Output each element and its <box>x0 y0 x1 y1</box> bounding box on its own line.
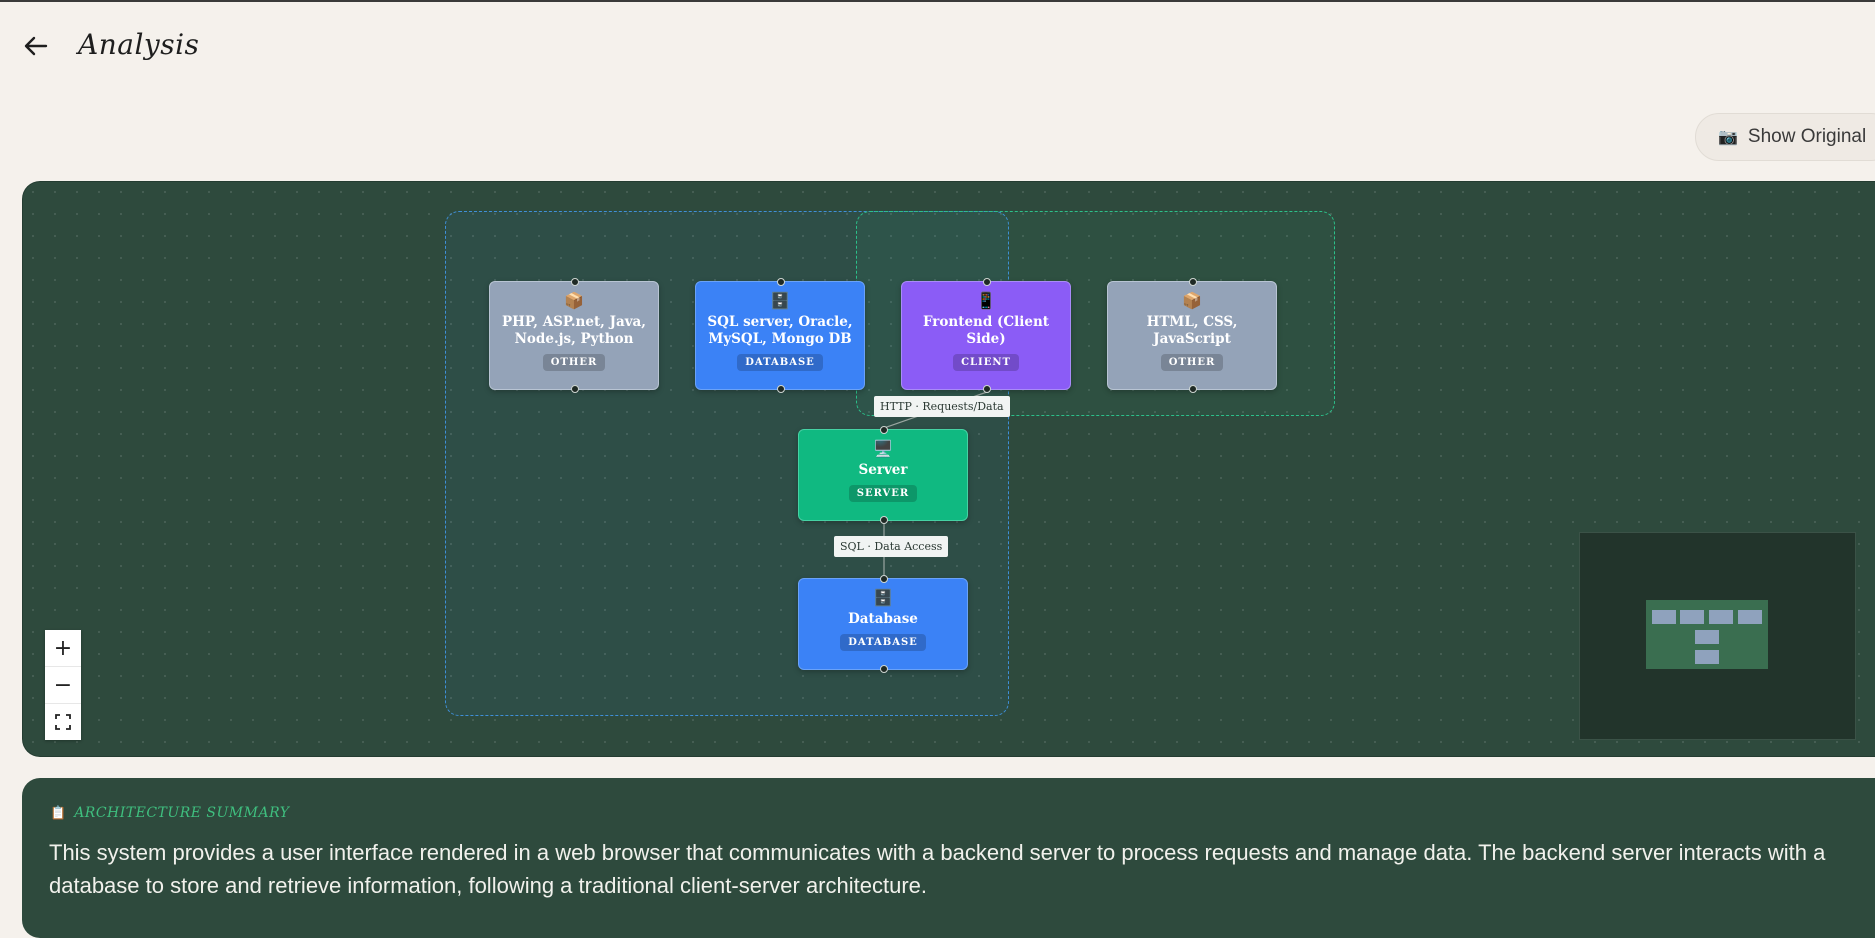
node-frontend-client[interactable]: 📱 Frontend (Client Side) CLIENT <box>901 278 1071 393</box>
summary-text: This system provides a user interface re… <box>49 840 1826 898</box>
summary-header: 📋 ARCHITECTURE SUMMARY <box>50 805 289 821</box>
arrow-left-icon[interactable] <box>22 32 50 60</box>
minimap-node <box>1652 610 1676 624</box>
fit-view-icon <box>55 714 71 730</box>
summary-title: ARCHITECTURE SUMMARY <box>74 805 290 821</box>
node-server[interactable]: 🖥️ Server SERVER <box>798 426 968 524</box>
minimap-node <box>1695 630 1719 644</box>
edge-label-sql: SQL · Data Access <box>834 536 949 557</box>
node-handle-bottom[interactable] <box>880 516 888 524</box>
show-original-button[interactable]: 📷 Show Original <box>1695 113 1875 161</box>
diagram-canvas[interactable]: 📦 PHP, ASP.net, Java, Node.js, Python OT… <box>22 181 1875 757</box>
node-type-badge: OTHER <box>1160 354 1224 371</box>
node-label: Database <box>848 611 918 627</box>
file-cabinet-icon: 🗄️ <box>770 291 790 310</box>
node-handle-bottom[interactable] <box>1189 385 1197 393</box>
minimap-node <box>1695 650 1719 664</box>
node-handle-top[interactable] <box>777 278 785 286</box>
file-cabinet-icon: 🗄️ <box>873 588 893 607</box>
node-html-css-js[interactable]: 📦 HTML, CSS, JavaScript OTHER <box>1107 278 1277 393</box>
node-type-badge: SERVER <box>848 485 918 502</box>
zoom-controls: + − <box>45 630 81 740</box>
node-label: PHP, ASP.net, Java, Node.js, Python <box>501 314 647 347</box>
node-label: Server <box>858 462 908 478</box>
node-type-badge: CLIENT <box>953 354 1019 371</box>
clipboard-icon: 📋 <box>50 805 67 821</box>
node-handle-top[interactable] <box>983 278 991 286</box>
window-top-border <box>0 0 1875 2</box>
node-label: HTML, CSS, JavaScript <box>1146 314 1238 347</box>
architecture-summary: 📋 ARCHITECTURE SUMMARY This system provi… <box>22 778 1875 938</box>
node-php-aspnet[interactable]: 📦 PHP, ASP.net, Java, Node.js, Python OT… <box>489 278 659 393</box>
edge-label-http: HTTP · Requests/Data <box>874 396 1010 417</box>
minimap-node <box>1738 610 1762 624</box>
show-original-label: Show Original <box>1747 126 1867 147</box>
minimap-node <box>1680 610 1704 624</box>
minimap[interactable] <box>1579 532 1856 740</box>
node-type-badge: DATABASE <box>840 634 926 651</box>
desktop-computer-icon: 🖥️ <box>873 439 893 458</box>
node-label: SQL server, Oracle, MySQL, Mongo DB <box>707 314 853 347</box>
node-type-badge: DATABASE <box>737 354 823 371</box>
fit-view-button[interactable] <box>45 704 81 740</box>
node-handle-bottom[interactable] <box>571 385 579 393</box>
package-icon: 📦 <box>564 291 584 310</box>
node-handle-top[interactable] <box>880 426 888 434</box>
mobile-phone-icon: 📱 <box>976 291 996 310</box>
camera-icon: 📷 <box>1718 129 1738 146</box>
node-sql-databases[interactable]: 🗄️ SQL server, Oracle, MySQL, Mongo DB D… <box>695 278 865 393</box>
page-header: Analysis <box>0 0 1875 90</box>
node-handle-bottom[interactable] <box>983 385 991 393</box>
page-title: Analysis <box>78 28 200 61</box>
zoom-out-button[interactable]: − <box>45 667 81 704</box>
node-type-badge: OTHER <box>542 354 606 371</box>
node-handle-top[interactable] <box>571 278 579 286</box>
minimap-node <box>1709 610 1733 624</box>
node-database[interactable]: 🗄️ Database DATABASE <box>798 575 968 673</box>
package-icon: 📦 <box>1182 291 1202 310</box>
node-handle-top[interactable] <box>880 575 888 583</box>
node-handle-bottom[interactable] <box>880 665 888 673</box>
zoom-in-button[interactable]: + <box>45 630 81 667</box>
node-handle-bottom[interactable] <box>777 385 785 393</box>
node-handle-top[interactable] <box>1189 278 1197 286</box>
node-label: Frontend (Client Side) <box>922 314 1050 347</box>
